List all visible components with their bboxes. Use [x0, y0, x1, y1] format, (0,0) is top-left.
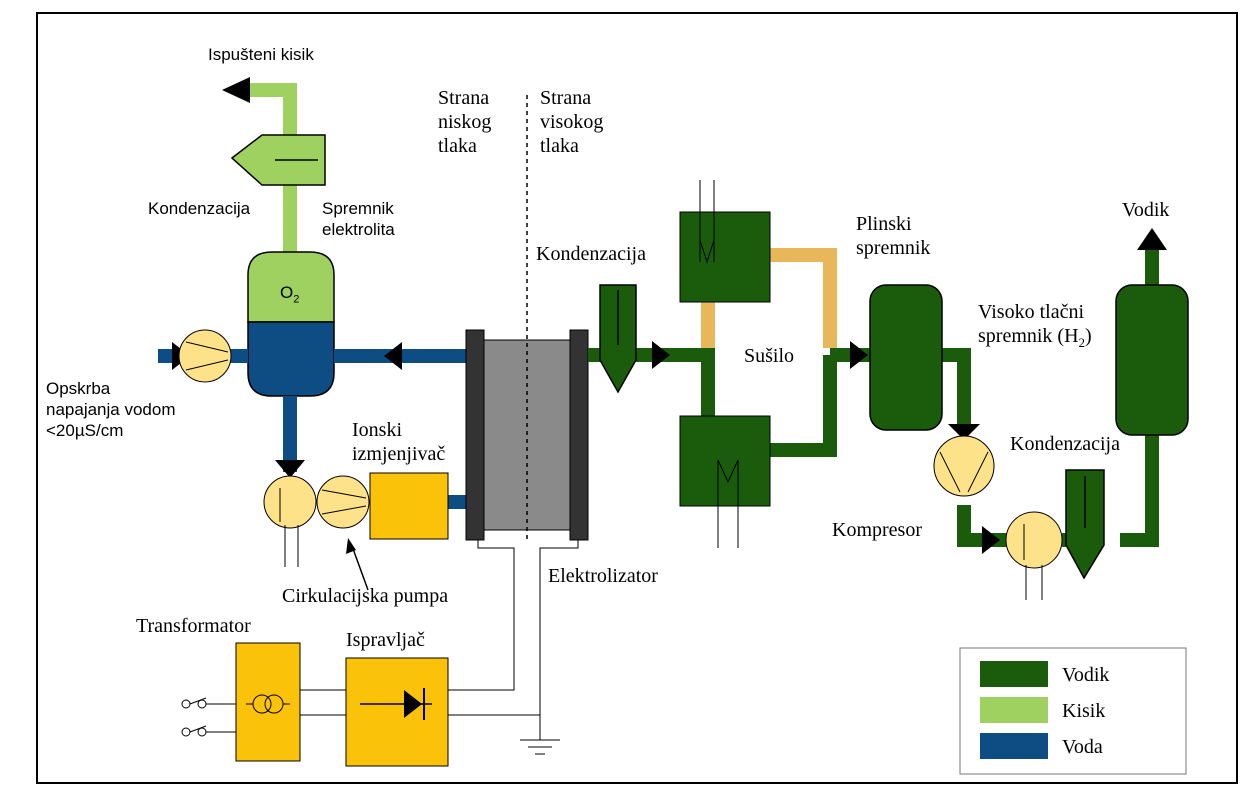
hydrogen-arrow-3 [948, 424, 980, 440]
compressor [933, 435, 995, 497]
gas-tank [869, 284, 943, 431]
oxygen-line [242, 83, 297, 255]
label-dryer: Sušilo [744, 345, 795, 367]
label-electrolyzer: Elektrolizator [548, 565, 658, 587]
label-compressor: Kompresor [832, 519, 922, 541]
rectifier [345, 657, 449, 767]
legend-swatch-kisik [980, 697, 1048, 723]
outer-border [36, 12, 1238, 784]
label-o2: O2 [280, 283, 300, 306]
label-released-oxygen: Ispušteni kisik [208, 45, 314, 64]
dryer-top [679, 211, 771, 303]
label-transformer: Transformator [136, 615, 251, 637]
label-condensation-right: Kondenzacija [1010, 433, 1120, 455]
label-water-supply: Opskrba napajanja vodom <20µS/cm [46, 379, 176, 440]
ion-exchanger [369, 472, 449, 540]
dryer-bottom [679, 415, 771, 507]
label-gas-tank: Plinski spremnik [856, 213, 931, 259]
label-high-pressure-side: Strana visokog tlaka [540, 87, 604, 157]
transformer [235, 642, 301, 762]
circulation-pump [316, 475, 370, 529]
heat-exchanger-left [263, 475, 317, 567]
switches [181, 697, 207, 737]
legend-label-voda: Voda [1062, 736, 1103, 758]
label-low-pressure-side: Strana niskog tlaka [438, 87, 492, 157]
oxygen-outlet-arrow [222, 77, 250, 103]
water-return-arrow [384, 342, 402, 370]
hydrogen-arrow-2 [850, 341, 868, 369]
heat-exchanger-right [1005, 511, 1063, 600]
label-hydrogen-out: Vodik [1122, 199, 1170, 221]
hydrogen-arrow-1 [652, 341, 670, 369]
label-condensation-left: Kondenzacija [148, 199, 251, 218]
label-circulation-pump: Cirkulacijska pumpa [282, 585, 449, 607]
legend-swatch-voda [980, 733, 1048, 759]
legend-label-vodik: Vodik [1062, 664, 1110, 686]
legend-swatch-vodik [980, 661, 1048, 687]
water-down-arrow [275, 460, 305, 478]
label-condensation-mid: Kondenzacija [536, 243, 646, 265]
legend-label-kisik: Kisik [1062, 700, 1106, 722]
high-pressure-tank [1115, 284, 1189, 436]
electrical-wires [198, 540, 579, 755]
label-high-pressure-tank: Visoko tlačni spremnik (H2) [978, 301, 1092, 350]
hydrogen-outlet-arrow [1137, 228, 1167, 250]
electrolyte-tank [247, 251, 335, 397]
label-electrolyte-tank: Spremnik elektrolita [322, 199, 395, 239]
hydrogen-arrow-4 [982, 526, 1000, 554]
dryer-lines [701, 248, 837, 348]
feed-pump [178, 329, 232, 383]
label-ion-exchanger: Ionski izmjenjivač [352, 419, 446, 465]
label-rectifier: Ispravljač [346, 629, 425, 651]
